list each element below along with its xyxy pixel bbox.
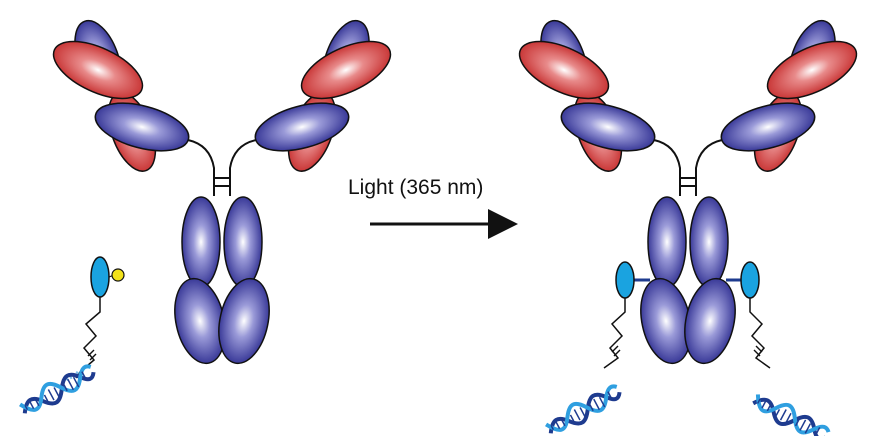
antibody-conjugate-icon bbox=[510, 13, 866, 436]
photoreactive-dna-conjugate-icon bbox=[18, 256, 125, 418]
reaction-label: Light (365 nm) bbox=[348, 176, 484, 199]
antibody-icon bbox=[44, 13, 400, 370]
